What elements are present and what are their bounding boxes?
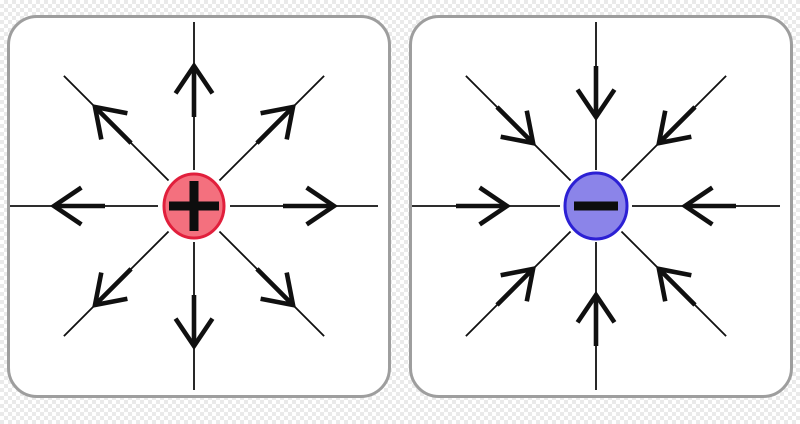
- field-arrowhead: [173, 61, 215, 95]
- minus-symbol-bar: [574, 201, 618, 211]
- field-arrowhead: [305, 185, 339, 227]
- field-arrow-stem: [657, 267, 697, 307]
- positive-charge-panel: [7, 15, 391, 398]
- field-arrowhead: [173, 317, 215, 351]
- field-arrowhead: [260, 272, 296, 308]
- field-arrowhead: [49, 185, 83, 227]
- field-arrow-stem: [495, 105, 535, 145]
- field-arrowhead: [656, 266, 692, 302]
- field-arrow-stem: [255, 267, 295, 307]
- field-arrowhead: [92, 272, 128, 308]
- negative-charge-panel: [409, 15, 793, 398]
- field-arrowhead: [680, 185, 714, 227]
- negative-field-diagram: [412, 22, 780, 390]
- field-arrowhead: [575, 88, 617, 122]
- field-arrowhead: [92, 104, 128, 140]
- field-arrowhead: [500, 266, 536, 302]
- field-arrowhead: [500, 110, 536, 146]
- field-arrow-stem: [495, 267, 535, 307]
- field-arrow-stem: [255, 105, 295, 145]
- field-arrow-stem: [93, 105, 133, 145]
- field-arrowhead: [478, 185, 512, 227]
- positive-field-diagram: [10, 22, 378, 390]
- plus-symbol-vertical-bar: [189, 181, 199, 231]
- field-arrowhead: [575, 290, 617, 324]
- field-arrow-stem: [93, 267, 133, 307]
- field-arrowhead: [260, 104, 296, 140]
- field-arrowhead: [656, 110, 692, 146]
- field-arrow-stem: [657, 105, 697, 145]
